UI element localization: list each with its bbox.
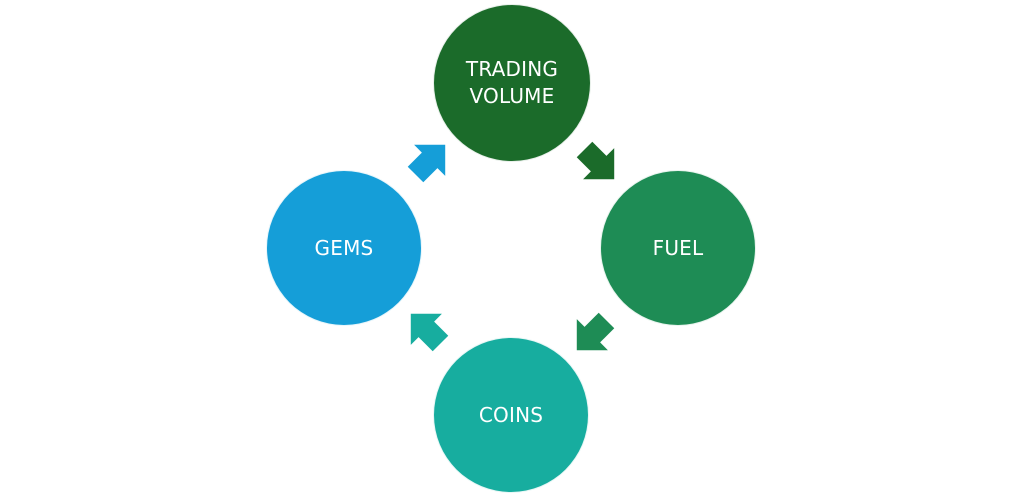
arrow-gems-to-trading [407, 144, 446, 183]
block-arrow-icon [407, 144, 446, 183]
arrow-fuel-to-coins [576, 312, 615, 351]
node-coins: COINS [433, 337, 589, 493]
node-gems: GEMS [266, 170, 422, 326]
node-trading-volume: TRADING VOLUME [433, 4, 591, 162]
arrow-trading-to-fuel [576, 141, 615, 180]
block-arrow-icon [576, 312, 615, 351]
arrow-coins-to-gems [410, 313, 449, 352]
block-arrow-icon [576, 141, 615, 180]
node-fuel: FUEL [600, 170, 756, 326]
block-arrow-icon [410, 313, 449, 352]
